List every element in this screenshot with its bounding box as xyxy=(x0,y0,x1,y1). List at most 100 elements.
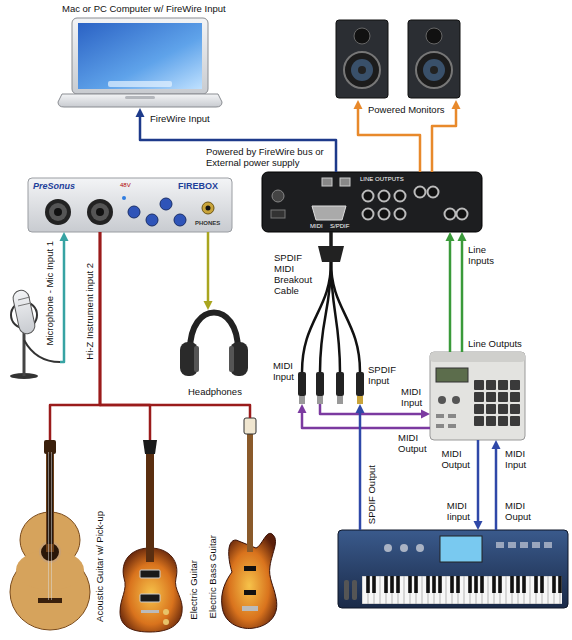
mpc-sampler xyxy=(510,392,520,402)
headphones xyxy=(180,313,248,377)
midi-keyboard xyxy=(384,544,392,552)
firebox-rear-panel xyxy=(363,209,374,220)
midi-keyboard xyxy=(544,542,552,548)
headphones xyxy=(229,346,234,372)
mpc-sampler xyxy=(486,416,496,426)
monitor-speakers xyxy=(426,28,442,44)
electric-guitar xyxy=(163,619,169,625)
electric-guitar xyxy=(140,570,160,578)
firebox-rear-panel xyxy=(379,209,390,220)
headphones xyxy=(190,313,238,351)
firebox-front-panel xyxy=(122,196,126,200)
monitor-speakers xyxy=(336,20,460,98)
device-node: Electric Bass Guitar xyxy=(204,418,280,630)
electric-guitar xyxy=(141,610,159,613)
arrowhead xyxy=(60,232,69,241)
firebox-rear-panel xyxy=(379,191,390,202)
firebox-front-panel xyxy=(160,198,172,210)
breakout-cable xyxy=(298,246,364,404)
firebox-rear-panel xyxy=(262,172,482,232)
device-label: S/PDIF xyxy=(330,223,349,230)
microphone xyxy=(18,297,30,300)
acoustic-guitar xyxy=(48,452,49,600)
cable-line xyxy=(100,232,150,440)
acoustic-guitar xyxy=(51,452,52,600)
bass-guitar xyxy=(244,590,256,595)
arrowhead xyxy=(354,100,363,109)
arrowhead xyxy=(446,232,455,241)
acoustic-guitar xyxy=(47,452,53,544)
mpc-sampler xyxy=(510,380,520,390)
arrowhead xyxy=(136,108,145,117)
connector-label: Line Inputs xyxy=(468,244,494,266)
device-node: PreSonus48VFIREBOXPHONES xyxy=(28,178,232,232)
cable-line xyxy=(207,232,210,303)
firebox-front-panel xyxy=(206,206,211,211)
connector-label: FireWire Input xyxy=(150,113,210,124)
mpc-sampler xyxy=(436,414,444,418)
laptop-illustration xyxy=(125,96,155,99)
device-label: Microphone - Mic Input 1 xyxy=(44,241,55,346)
cable-line xyxy=(461,239,464,352)
firebox-front-panel xyxy=(91,203,109,221)
device-label: Headphones xyxy=(188,386,242,397)
electric-guitar xyxy=(146,452,154,562)
cable-connector xyxy=(331,232,332,246)
cable-connector xyxy=(60,232,69,362)
device-node: Line Outputs xyxy=(430,352,525,440)
arrowhead xyxy=(458,232,467,241)
mpc-sampler xyxy=(510,416,520,426)
midi-keyboard xyxy=(440,536,482,562)
cable-line xyxy=(50,232,100,440)
device-label: SPDIF Output xyxy=(366,465,377,524)
connector-label: MIDI Input xyxy=(401,386,422,408)
cable-connector xyxy=(356,404,365,530)
mpc-sampler xyxy=(448,424,456,428)
cable-line xyxy=(60,239,64,362)
breakout-cable xyxy=(336,372,344,396)
acoustic-guitar xyxy=(46,452,54,552)
firebox-rear-panel xyxy=(312,206,346,220)
microphone xyxy=(12,289,37,335)
device-node: MIDIS/PDIFLINE OUTPUTS xyxy=(262,172,482,232)
firebox-front-panel xyxy=(128,206,140,218)
midi-keyboard xyxy=(362,576,562,604)
device-label: MIDI xyxy=(310,223,323,230)
device-label: Acoustic Guitar w/ Pick-up xyxy=(94,511,105,622)
midi-keyboard xyxy=(416,544,424,552)
bass-guitar xyxy=(247,430,253,552)
device-node: Powered Monitors xyxy=(334,18,462,100)
annotation: MIDI Iinput xyxy=(447,500,470,522)
firebox-front-panel xyxy=(96,208,104,216)
cable-connector xyxy=(204,232,213,310)
electric-guitar xyxy=(140,594,160,602)
cable-line xyxy=(477,440,480,523)
arrowhead xyxy=(204,301,213,310)
acoustic-guitar xyxy=(10,440,90,630)
firebox-rear-panel xyxy=(395,191,406,202)
mpc-sampler xyxy=(474,416,484,426)
mpc-sampler xyxy=(510,404,520,414)
cable-connector xyxy=(474,440,483,530)
monitor-speakers xyxy=(336,20,388,98)
device-label: Mac or PC Computer w/ FireWire Input xyxy=(62,3,226,14)
midi-keyboard xyxy=(532,542,540,548)
mpc-sampler xyxy=(486,380,496,390)
device-label: 48V xyxy=(120,182,131,189)
cable-line xyxy=(358,107,420,172)
headphones xyxy=(230,342,248,376)
arrowhead xyxy=(452,100,461,109)
mpc-sampler xyxy=(474,392,484,402)
cable-connector xyxy=(136,108,337,172)
midi-keyboard xyxy=(520,542,528,548)
headphones xyxy=(194,346,199,372)
midi-keyboard xyxy=(338,530,568,608)
monitor-speakers xyxy=(344,52,380,88)
firebox-front-panel xyxy=(28,178,232,232)
device-label: Powered Monitors xyxy=(368,104,445,115)
breakout-cable xyxy=(318,246,344,262)
laptop-illustration xyxy=(58,18,222,107)
breakout-cable xyxy=(331,262,360,372)
cable-line xyxy=(449,239,452,352)
